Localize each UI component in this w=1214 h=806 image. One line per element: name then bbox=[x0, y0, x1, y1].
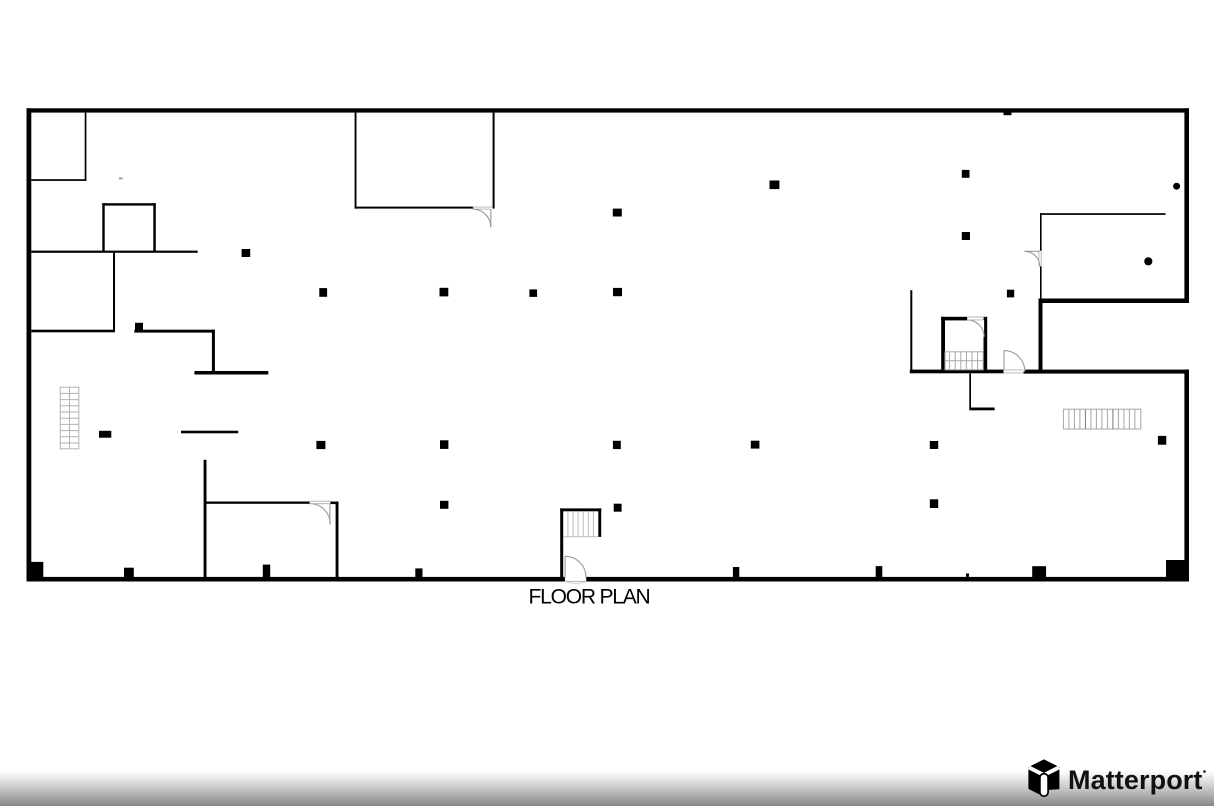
svg-text:FLOOR PLAN: FLOOR PLAN bbox=[528, 586, 649, 609]
svg-text:Matterport: Matterport bbox=[1068, 765, 1203, 795]
